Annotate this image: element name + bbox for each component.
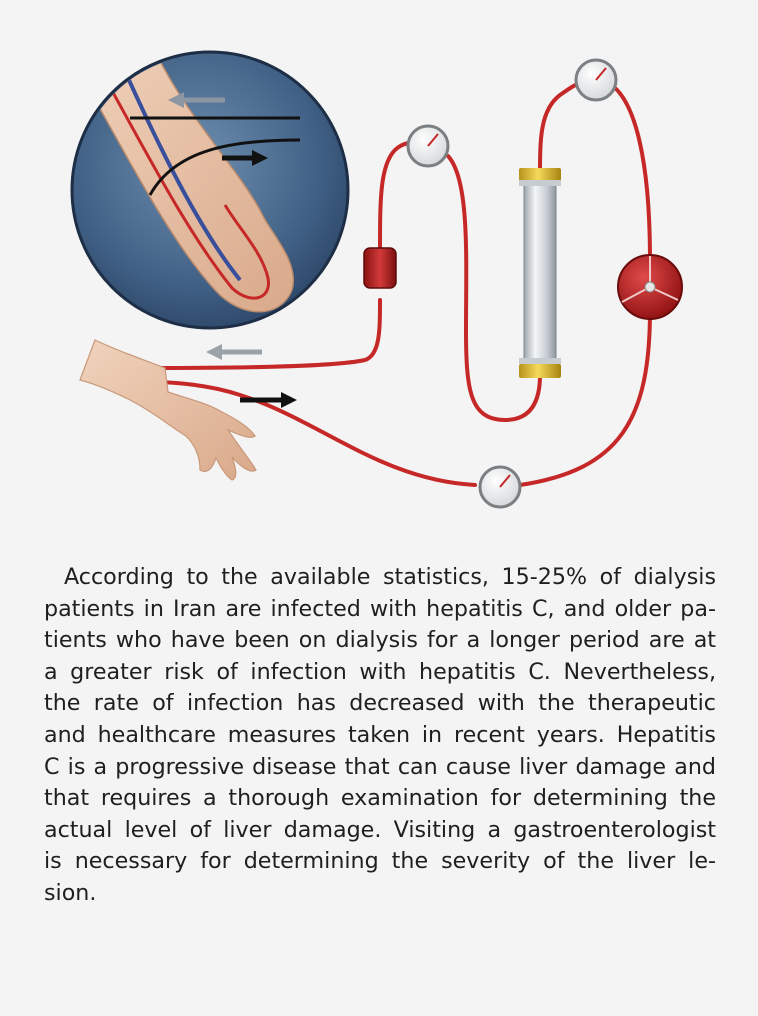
paragraph-line: and healthcare measures taken in recent … (44, 720, 716, 752)
paragraph-line: is necessary for determining the severit… (44, 846, 716, 878)
pressure-gauge-1 (408, 126, 448, 166)
paragraph-line: actual level of liver damage. Visiting a… (44, 815, 716, 847)
paragraph-line: C is a progressive disease that can caus… (44, 752, 716, 784)
paragraph-line: According to the available statistics, 1… (44, 562, 716, 594)
drip-chamber (364, 248, 396, 288)
flow-arrows (206, 344, 297, 408)
arm-illustration (80, 340, 256, 480)
blood-pump (618, 255, 682, 319)
dialyzer-cylinder (519, 168, 561, 378)
magnified-arm-circle (60, 40, 348, 340)
paragraph-line: a greater risk of infection with hepatit… (44, 657, 716, 689)
article-paragraph: According to the available statistics, 1… (44, 562, 716, 910)
paragraph-line: patients in Iran are infected with hepat… (44, 594, 716, 626)
paragraph-line: that requires a thorough examination for… (44, 783, 716, 815)
pressure-gauge-2 (576, 60, 616, 100)
paragraph-line: the rate of infection has decreased with… (44, 688, 716, 720)
paragraph-line: sion. (44, 878, 716, 910)
dialysis-illustration (0, 0, 758, 540)
paragraph-line: tients who have been on dialysis for a l… (44, 625, 716, 657)
pressure-gauge-3 (480, 467, 520, 507)
